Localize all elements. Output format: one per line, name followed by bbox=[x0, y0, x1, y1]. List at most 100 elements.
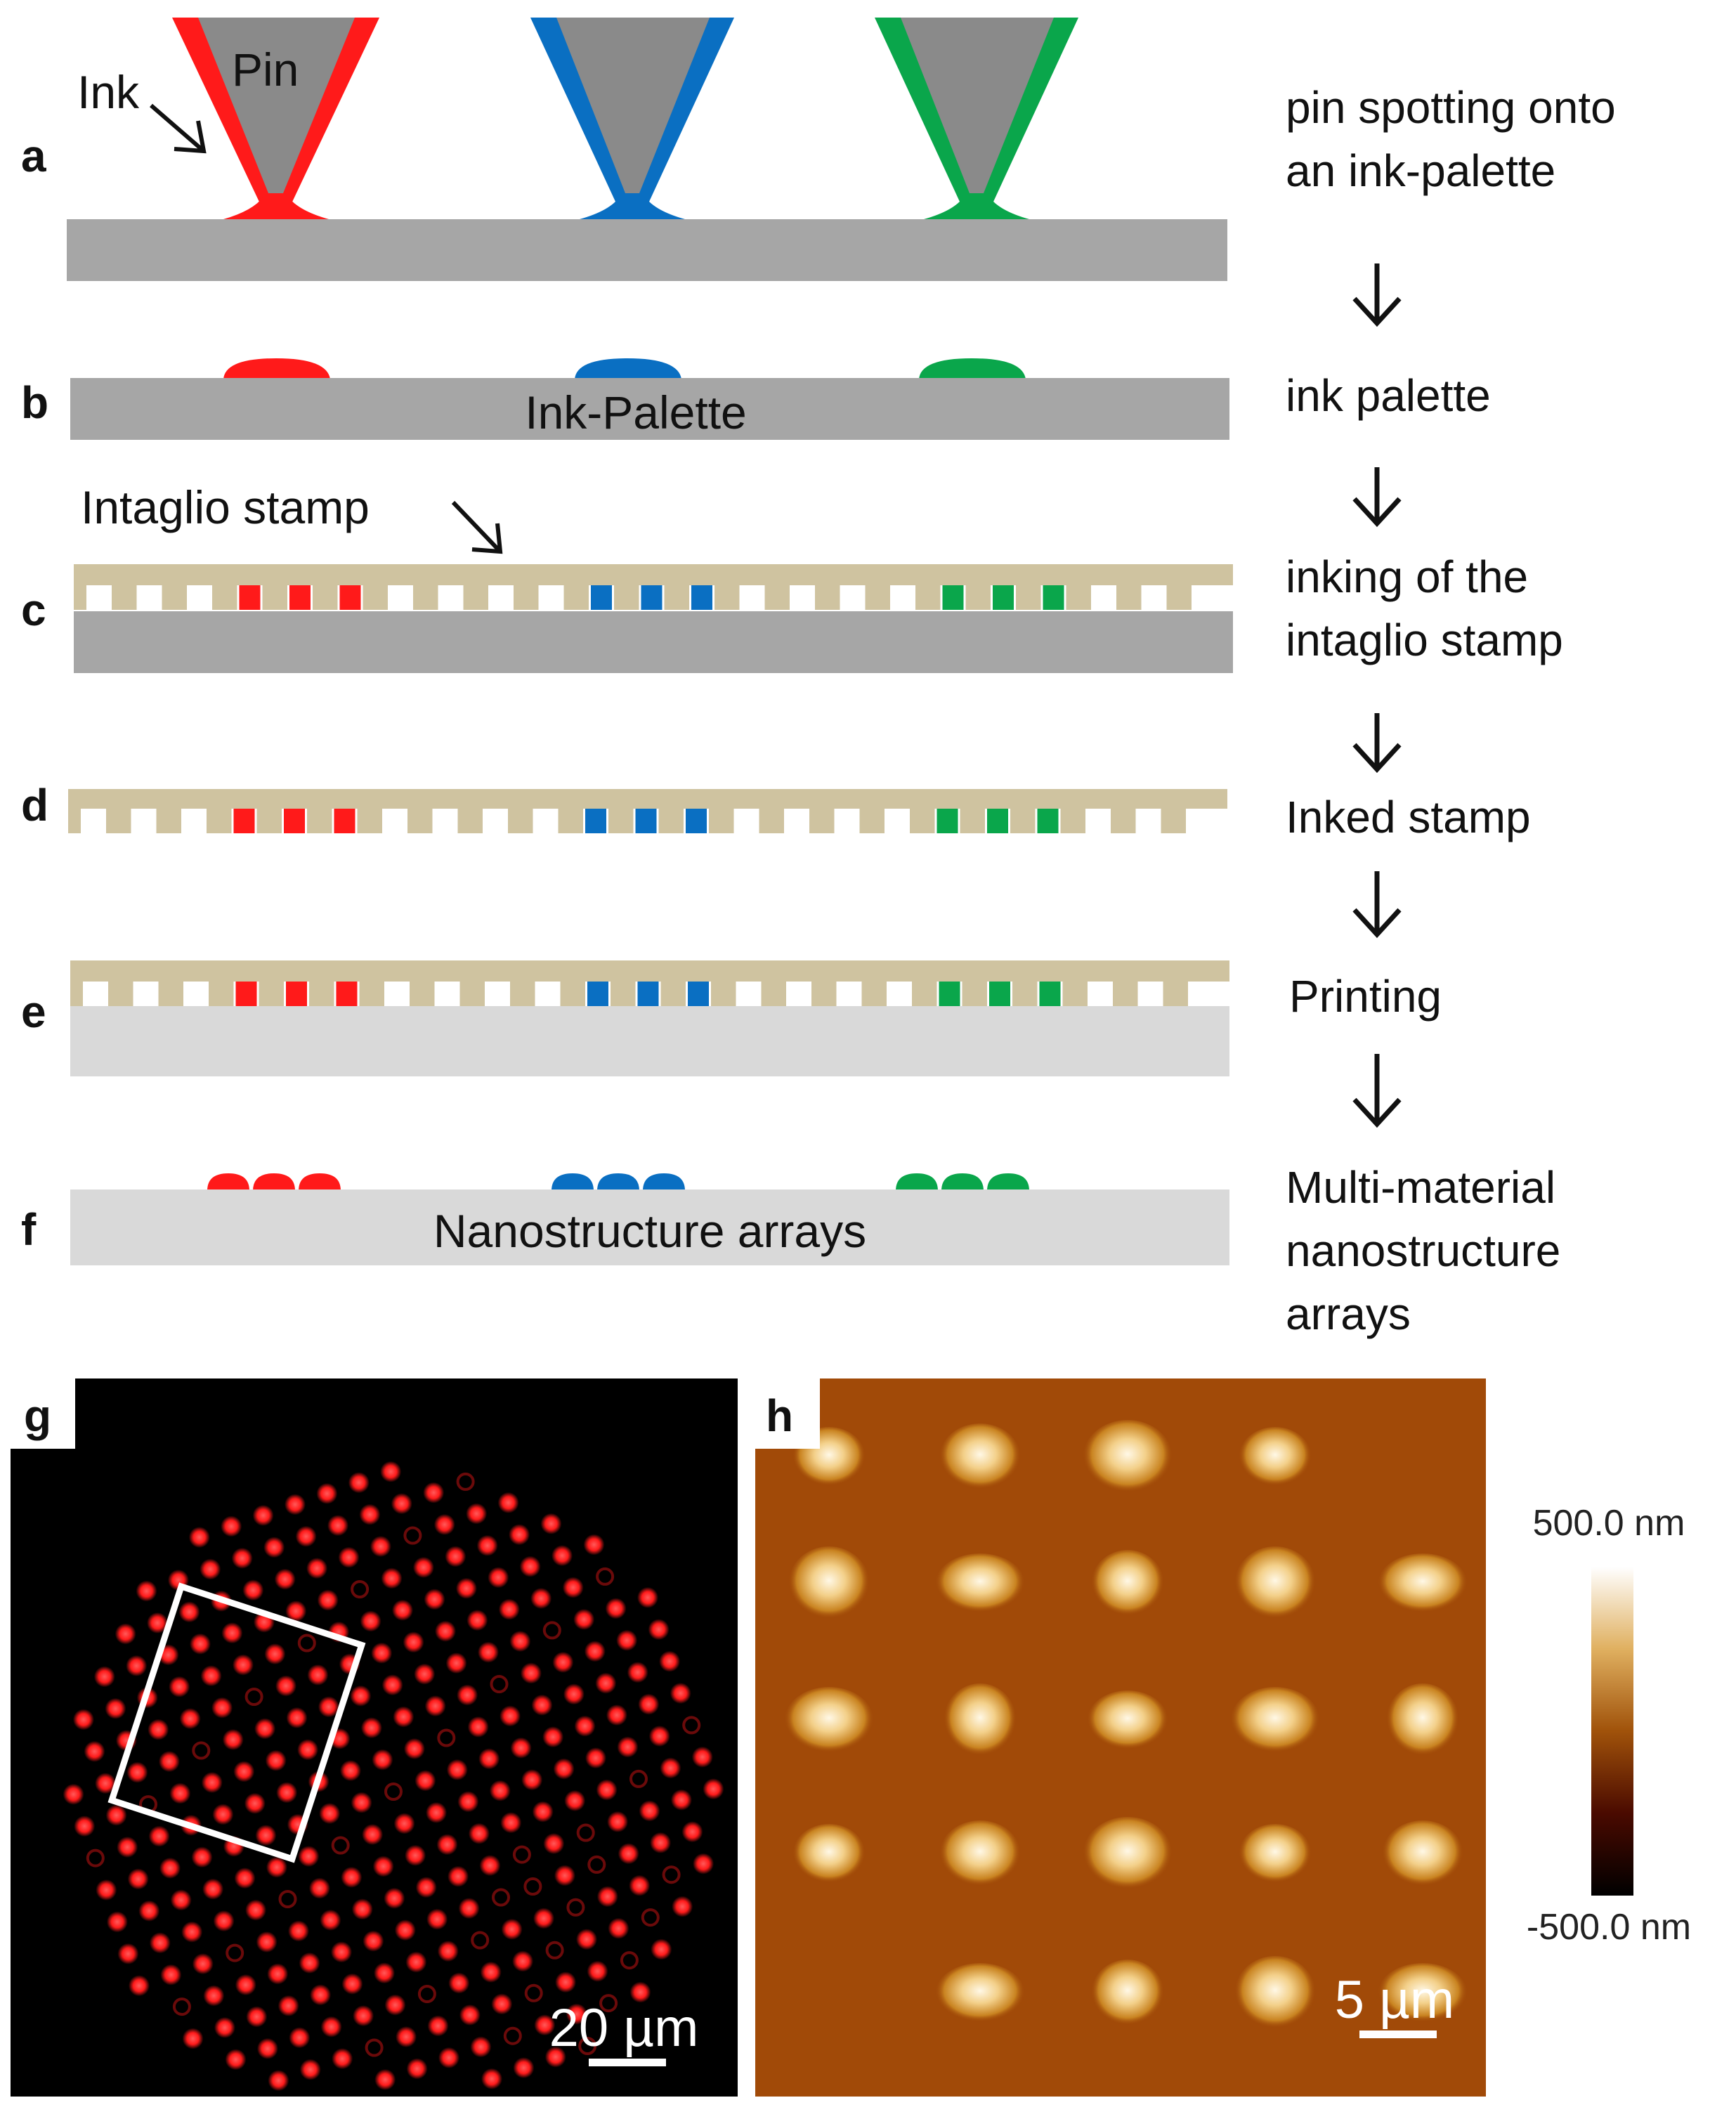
fluorescent-dot bbox=[584, 1641, 606, 1662]
fluorescent-dot bbox=[360, 1610, 381, 1632]
fluorescent-dot bbox=[563, 1683, 585, 1705]
fluorescent-dot bbox=[295, 1525, 317, 1547]
fluorescent-dot bbox=[532, 1801, 554, 1823]
fluorescent-dot bbox=[351, 1580, 370, 1598]
fluorescent-dot bbox=[448, 1865, 469, 1887]
ink-well-blue bbox=[585, 809, 606, 833]
afm-bump bbox=[1234, 1956, 1316, 2032]
fluorescent-dot bbox=[267, 1963, 289, 1985]
fluorescent-dot bbox=[606, 1704, 627, 1726]
fluorescent-dot bbox=[316, 1482, 338, 1504]
step-text-f-1: Multi-material bbox=[1286, 1162, 1555, 1213]
afm-bump bbox=[1239, 1824, 1312, 1886]
stamp-tooth bbox=[861, 982, 887, 1006]
stamp-tooth bbox=[1016, 585, 1041, 610]
stamp-tooth bbox=[563, 585, 589, 610]
fluorescent-dot bbox=[566, 2003, 587, 2025]
fluorescent-dot bbox=[278, 1995, 299, 2016]
fluorescent-dot bbox=[519, 1556, 541, 1577]
fluorescent-dot bbox=[639, 1800, 660, 1822]
panel-g: g 20 µm bbox=[11, 1378, 738, 2097]
fluorescent-dot bbox=[641, 1908, 660, 1927]
fluorescent-dot bbox=[252, 1504, 274, 1526]
panel-label-a: a bbox=[21, 131, 46, 181]
fluorescent-dot bbox=[331, 1941, 352, 1963]
fluorescent-dot bbox=[703, 1778, 724, 1800]
step-text-c-2: intaglio stamp bbox=[1286, 615, 1563, 665]
fluorescent-dot bbox=[394, 1919, 416, 1941]
fluorescent-dot bbox=[393, 1706, 415, 1728]
stamp-backing bbox=[68, 789, 1227, 809]
stamp-tooth bbox=[910, 809, 935, 833]
ink-well-green bbox=[939, 982, 960, 1006]
stamp-tooth bbox=[809, 809, 835, 833]
fluorescent-dot bbox=[96, 1879, 117, 1901]
afm-bump bbox=[1091, 1550, 1164, 1619]
fluorescent-dot bbox=[126, 1761, 148, 1783]
afm-bump bbox=[784, 1687, 874, 1756]
fluorescent-dot bbox=[414, 1663, 436, 1685]
fluorescent-dot bbox=[433, 1513, 455, 1535]
stamp-tooth bbox=[207, 809, 232, 833]
stamp-tooth bbox=[915, 585, 941, 610]
fluorescent-dot bbox=[117, 1943, 139, 1964]
fluorescent-dot bbox=[648, 1619, 670, 1641]
scale-bar-label-h: 5 µm bbox=[1335, 1970, 1454, 2030]
fluorescent-dot bbox=[332, 2048, 353, 2070]
fluorescent-dot bbox=[491, 1993, 513, 2015]
fluorescent-dot bbox=[255, 1825, 277, 1846]
fluorescent-dot bbox=[545, 1941, 564, 1960]
fluorescent-dot bbox=[244, 1688, 263, 1706]
stamp-tooth bbox=[313, 585, 338, 610]
fluorescent-dot bbox=[63, 1783, 84, 1805]
fluorescent-dot bbox=[182, 2028, 204, 2049]
stamp-tooth bbox=[410, 982, 435, 1006]
fluorescent-dot bbox=[403, 1631, 424, 1653]
fluorescent-dot bbox=[512, 1845, 531, 1864]
fluorescent-dot bbox=[158, 1751, 180, 1773]
ink-well-green bbox=[936, 809, 958, 833]
fluorescent-dot bbox=[596, 1886, 618, 1908]
fluorescent-dot bbox=[147, 1612, 169, 1634]
fluorescent-dot bbox=[169, 1676, 190, 1697]
stamp-tooth bbox=[162, 585, 187, 610]
stamp-tooth bbox=[664, 585, 689, 610]
panel-label-g: g bbox=[24, 1390, 51, 1441]
panel-h: h 5 µm 500.0 nm -500.0 nm bbox=[755, 1378, 1691, 2097]
afm-bump bbox=[1083, 1817, 1173, 1893]
fluorescent-dot bbox=[381, 1674, 403, 1696]
stamp-tooth bbox=[859, 809, 885, 833]
fluorescent-dot bbox=[288, 1920, 309, 1942]
fluorescent-dots bbox=[63, 1461, 724, 2092]
afm-bump bbox=[1378, 1963, 1468, 2025]
stamp-tooth bbox=[1060, 809, 1085, 833]
fluorescent-dot bbox=[555, 1971, 577, 1993]
stamp-tooth bbox=[359, 982, 384, 1006]
fluorescent-dot bbox=[353, 2005, 374, 2027]
fluorescent-dot bbox=[574, 1715, 596, 1737]
stamp-tooth bbox=[764, 585, 790, 610]
ink-well-blue bbox=[641, 585, 663, 610]
fluorescent-dot bbox=[256, 2038, 278, 2059]
ink-arrow-icon bbox=[150, 103, 207, 154]
fluorescent-dot bbox=[203, 1985, 225, 2007]
fluorescent-dot bbox=[629, 1981, 651, 2003]
fluorescent-dot bbox=[263, 1537, 285, 1558]
fluorescent-dot bbox=[320, 1909, 341, 1931]
ink-well-red bbox=[289, 585, 311, 610]
stamp-tooth bbox=[74, 585, 86, 610]
fluorescent-dot bbox=[149, 1932, 171, 1954]
stamp-tooth bbox=[811, 982, 837, 1006]
ink-well-blue bbox=[587, 982, 608, 1006]
panel-f: f Nanostructure arrays Multi-material na… bbox=[21, 1162, 1560, 1339]
fluorescent-dot bbox=[285, 1494, 306, 1515]
ink-well-red bbox=[336, 982, 358, 1006]
fluorescent-dot bbox=[620, 1951, 639, 1970]
panel-c: c Intaglio stamp inking of the intaglio … bbox=[21, 481, 1563, 673]
print-substrate-e bbox=[70, 1006, 1229, 1076]
fluorescent-dot bbox=[553, 1758, 575, 1780]
fluorescent-dot bbox=[618, 1843, 639, 1865]
fluorescent-dot bbox=[191, 1846, 213, 1868]
fluorescent-dot bbox=[552, 1545, 573, 1567]
fluorescent-dot bbox=[531, 1694, 553, 1716]
